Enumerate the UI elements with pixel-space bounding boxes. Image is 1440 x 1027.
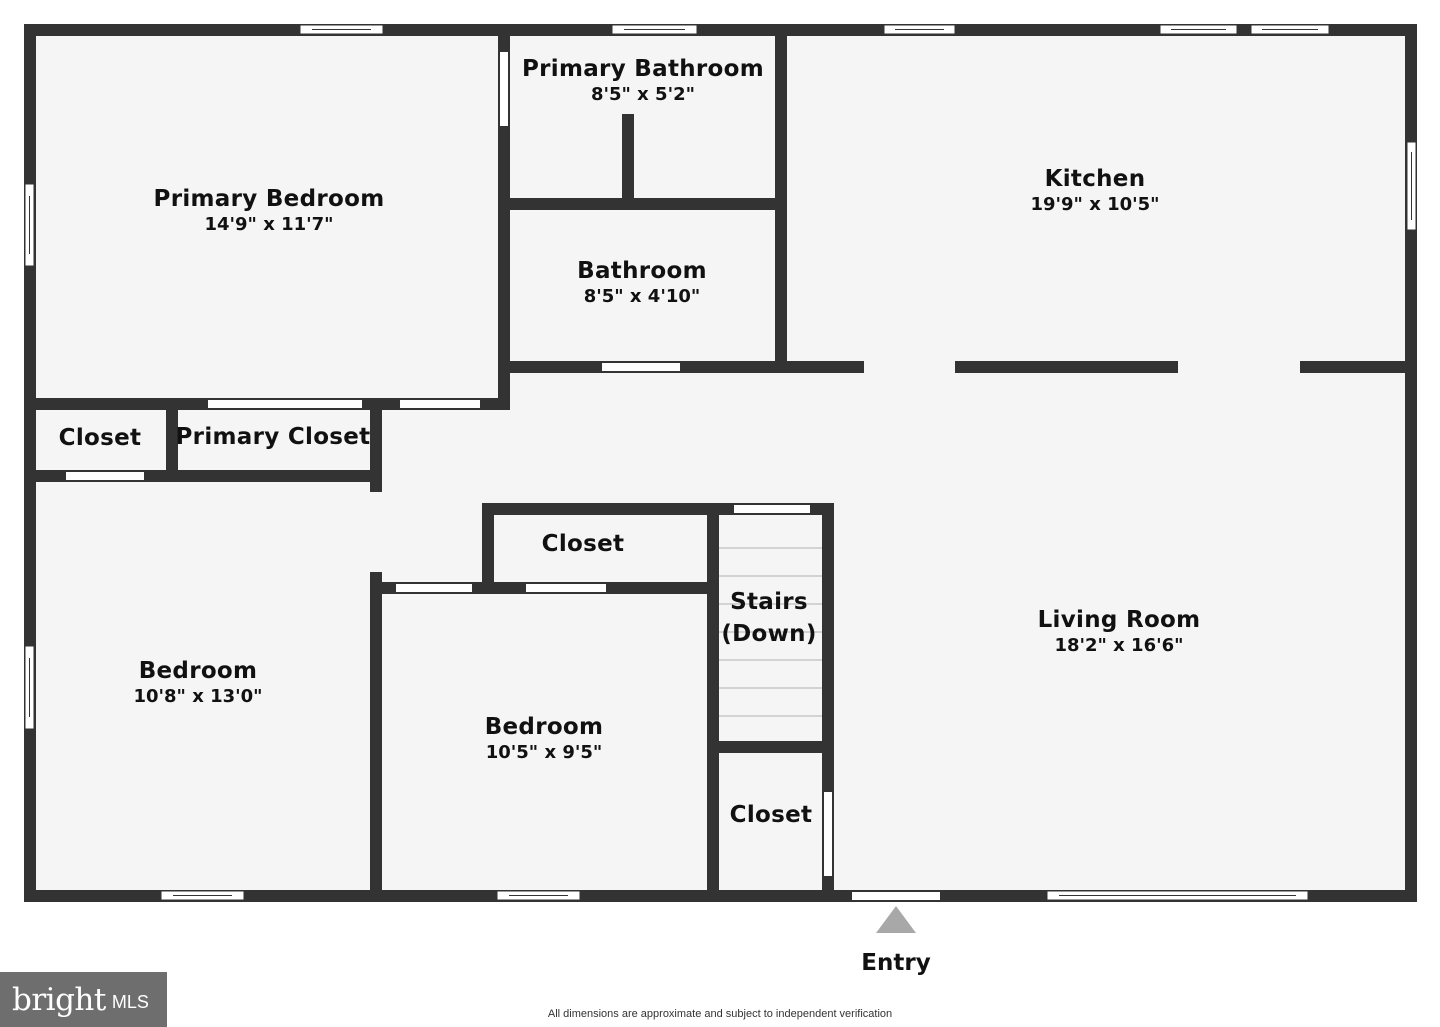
room-name: Primary Bathroom bbox=[521, 56, 765, 82]
room-closet-middle: Closet bbox=[542, 531, 625, 558]
door-openings bbox=[66, 52, 940, 900]
room-kitchen: Kitchen 19'9" x 10'5" bbox=[1030, 166, 1159, 217]
room-name: Kitchen bbox=[1044, 166, 1146, 192]
room-primary-bathroom: Primary Bathroom 8'5" x 5'2" bbox=[522, 56, 764, 107]
floor-area bbox=[30, 30, 1411, 896]
windows bbox=[24, 24, 1417, 901]
room-dimensions: 18'2" x 16'6" bbox=[1054, 635, 1184, 656]
room-dimensions: 8'5" x 4'10" bbox=[583, 286, 701, 307]
room-dimensions: 14'9" x 11'7" bbox=[204, 214, 334, 235]
room-dimensions: 8'5" x 5'2" bbox=[590, 84, 696, 105]
room-primary-bedroom: Primary Bedroom 14'9" x 11'7" bbox=[154, 186, 385, 237]
room-closet-bottom: Closet bbox=[730, 802, 813, 829]
room-closet-left: Closet bbox=[59, 425, 142, 452]
walls bbox=[24, 24, 1417, 902]
logo-wordmark: bright bbox=[12, 981, 106, 1018]
dimensions-disclaimer: All dimensions are approximate and subje… bbox=[547, 1008, 893, 1020]
room-name: Closet bbox=[729, 802, 813, 828]
room-bathroom: Bathroom 8'5" x 4'10" bbox=[577, 258, 707, 309]
room-bedroom-middle: Bedroom 10'5" x 9'5" bbox=[485, 714, 604, 765]
room-name: Bedroom bbox=[484, 714, 604, 740]
room-dimensions: 19'9" x 10'5" bbox=[1030, 194, 1160, 215]
stairs-treads bbox=[719, 547, 822, 717]
room-name: Closet bbox=[58, 425, 142, 451]
room-dimensions: 10'5" x 9'5" bbox=[485, 742, 603, 763]
room-stairs: Stairs (Down) bbox=[721, 586, 816, 650]
entry-label: Entry bbox=[861, 950, 931, 976]
logo-tag: MLS bbox=[111, 992, 149, 1012]
room-bedroom-left: Bedroom 10'8" x 13'0" bbox=[133, 658, 262, 709]
entry-arrow-icon bbox=[876, 906, 916, 933]
room-name: Primary Closet bbox=[175, 424, 371, 450]
room-living-room: Living Room 18'2" x 16'6" bbox=[1038, 607, 1201, 658]
room-name: Living Room bbox=[1037, 607, 1201, 633]
room-name: Closet bbox=[541, 531, 625, 557]
room-dimensions: 10'8" x 13'0" bbox=[133, 686, 263, 707]
room-name: Bedroom bbox=[138, 658, 258, 684]
room-name: Stairs (Down) bbox=[721, 589, 817, 647]
room-name: Primary Bedroom bbox=[153, 186, 385, 212]
bright-mls-logo: bright MLS bbox=[0, 972, 167, 1027]
room-name: Bathroom bbox=[577, 258, 707, 284]
room-primary-closet: Primary Closet bbox=[176, 424, 371, 451]
